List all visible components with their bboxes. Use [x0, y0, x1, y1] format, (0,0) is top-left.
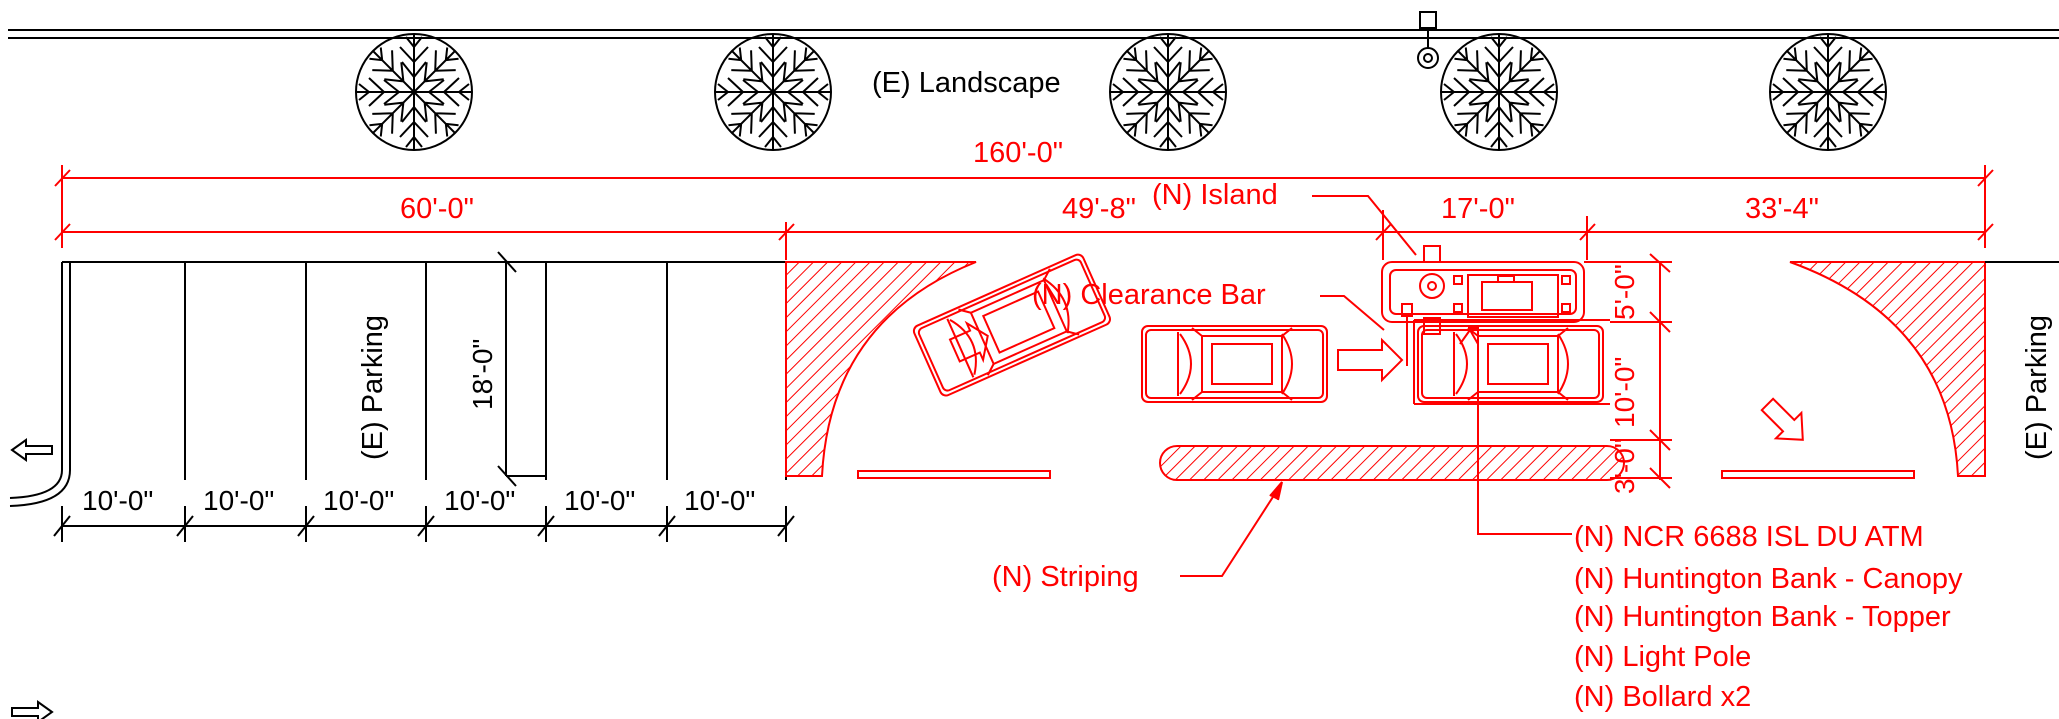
dimension-overall-text: 160'-0": [973, 137, 1063, 169]
curb-island-left: [785, 261, 977, 477]
stop-bars: [857, 470, 1915, 479]
car-icon: [1141, 325, 1328, 403]
landscape-trees: [355, 33, 1887, 151]
stall-width-3: 10'-0": [323, 485, 394, 516]
light-pole-icon: [1417, 11, 1439, 69]
dimension-lane-width: 10'-0": [1609, 357, 1640, 428]
parking-right-label: (E) Parking: [2021, 315, 2053, 460]
atm-island: [1381, 245, 1585, 335]
arrow-icon: [10, 438, 53, 462]
tree-icon: [1440, 33, 1558, 151]
stall-width-1: 10'-0": [82, 485, 153, 516]
dimension-curb-width: 3'-0": [1609, 438, 1640, 494]
arrow-icon: [1760, 397, 1804, 441]
dimension-segments: [54, 210, 1994, 260]
lane-striping: [1159, 445, 1625, 481]
car-icon: [1417, 325, 1604, 403]
parking-left-label: (E) Parking: [357, 315, 389, 460]
note-canopy: (N) Huntington Bank - Canopy: [1574, 563, 1963, 595]
curb-island-right: [1789, 261, 1986, 477]
note-atm: (N) NCR 6688 ISL DU ATM: [1574, 521, 1924, 553]
arrow-icon: [11, 700, 54, 719]
drive-lane: [1413, 319, 1610, 405]
note-light-pole: (N) Light Pole: [1574, 641, 1751, 673]
atm-leader: [1459, 327, 1572, 535]
dimension-seg3: 17'-0": [1441, 193, 1515, 225]
dimension-seg2: 49'-8": [1062, 193, 1136, 225]
stall-width-4: 10'-0": [444, 485, 515, 516]
striping-leader: [1180, 485, 1281, 577]
arrow-icon: [1337, 337, 1404, 383]
dimension-stall-depth: [497, 251, 517, 487]
note-bollard: (N) Bollard x2: [1574, 681, 1751, 713]
landscape-label: (E) Landscape: [872, 67, 1061, 99]
parking-stalls: [9, 261, 787, 507]
dimension-overall: [54, 165, 1994, 248]
property-line: [8, 29, 2059, 39]
tree-icon: [714, 33, 832, 151]
dimension-island-depth: 5'-0": [1609, 264, 1640, 320]
island-leader: [1312, 195, 1417, 256]
stall-width-6: 10'-0": [684, 485, 755, 516]
clearance-bar-leader: [1320, 295, 1385, 331]
island-label: (N) Island: [1152, 179, 1278, 211]
note-topper: (N) Huntington Bank - Topper: [1574, 601, 1951, 633]
tree-icon: [1769, 33, 1887, 151]
dimension-seg4: 33'-4": [1745, 193, 1819, 225]
dimension-stall-widths: [53, 506, 795, 542]
stall-width-2: 10'-0": [203, 485, 274, 516]
stall-width-5: 10'-0": [564, 485, 635, 516]
clearance-bar: [1401, 303, 1413, 366]
tree-icon: [355, 33, 473, 151]
tree-icon: [1109, 33, 1227, 151]
car-icon: [911, 251, 1113, 399]
dimension-seg1: 60'-0": [400, 193, 474, 225]
clearance-bar-label: (N) Clearance Bar: [1032, 279, 1266, 311]
dimension-stall-depth-text: 18'-0": [467, 339, 498, 410]
striping-label: (N) Striping: [992, 561, 1139, 593]
dimension-right: [1584, 253, 1672, 489]
